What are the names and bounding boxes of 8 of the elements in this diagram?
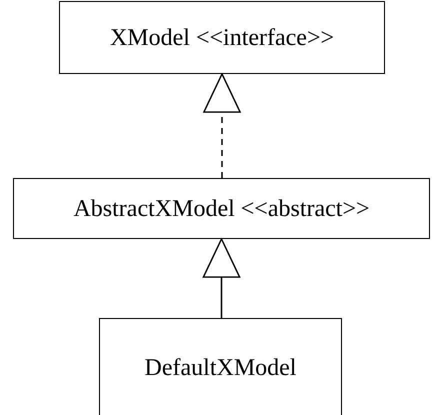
class-box [13,178,430,239]
class-name: XModel <<interface>> [110,24,334,52]
inheritance-arrow [203,73,241,178]
inheritance-arrow [202,238,240,318]
class-box [99,318,342,415]
class-box [59,1,385,74]
class-name: AbstractXModel <<abstract>> [73,194,370,224]
class-name: DefaultXModel [144,354,296,383]
